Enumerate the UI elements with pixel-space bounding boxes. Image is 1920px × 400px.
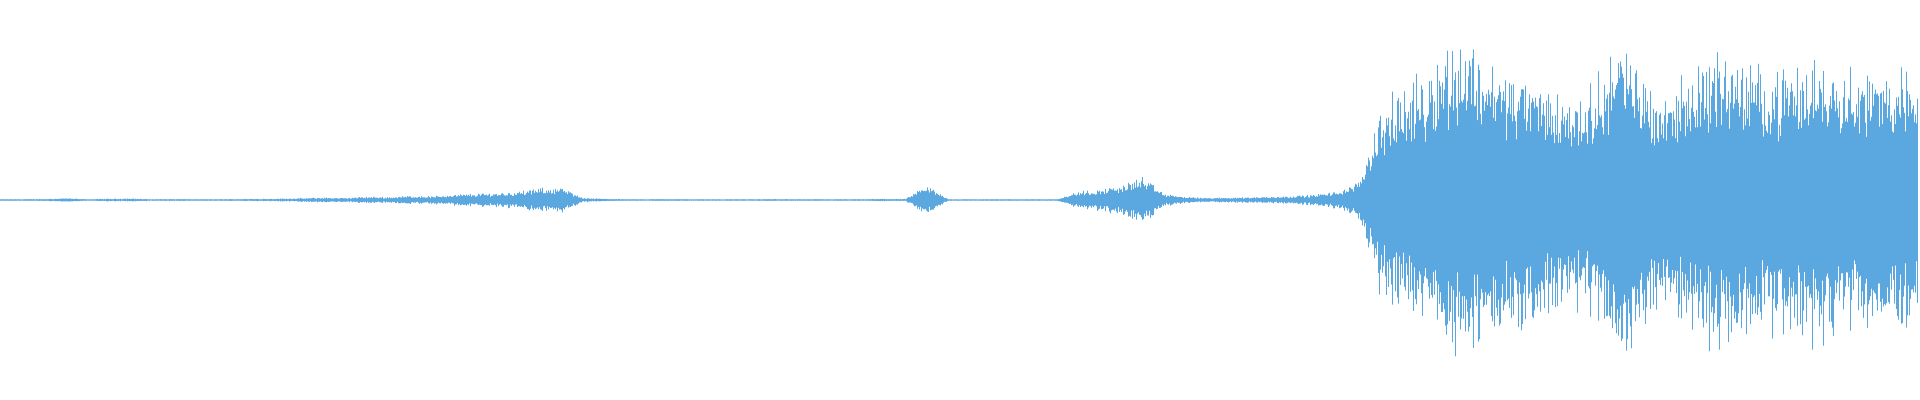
- waveform-samples: [0, 49, 1918, 357]
